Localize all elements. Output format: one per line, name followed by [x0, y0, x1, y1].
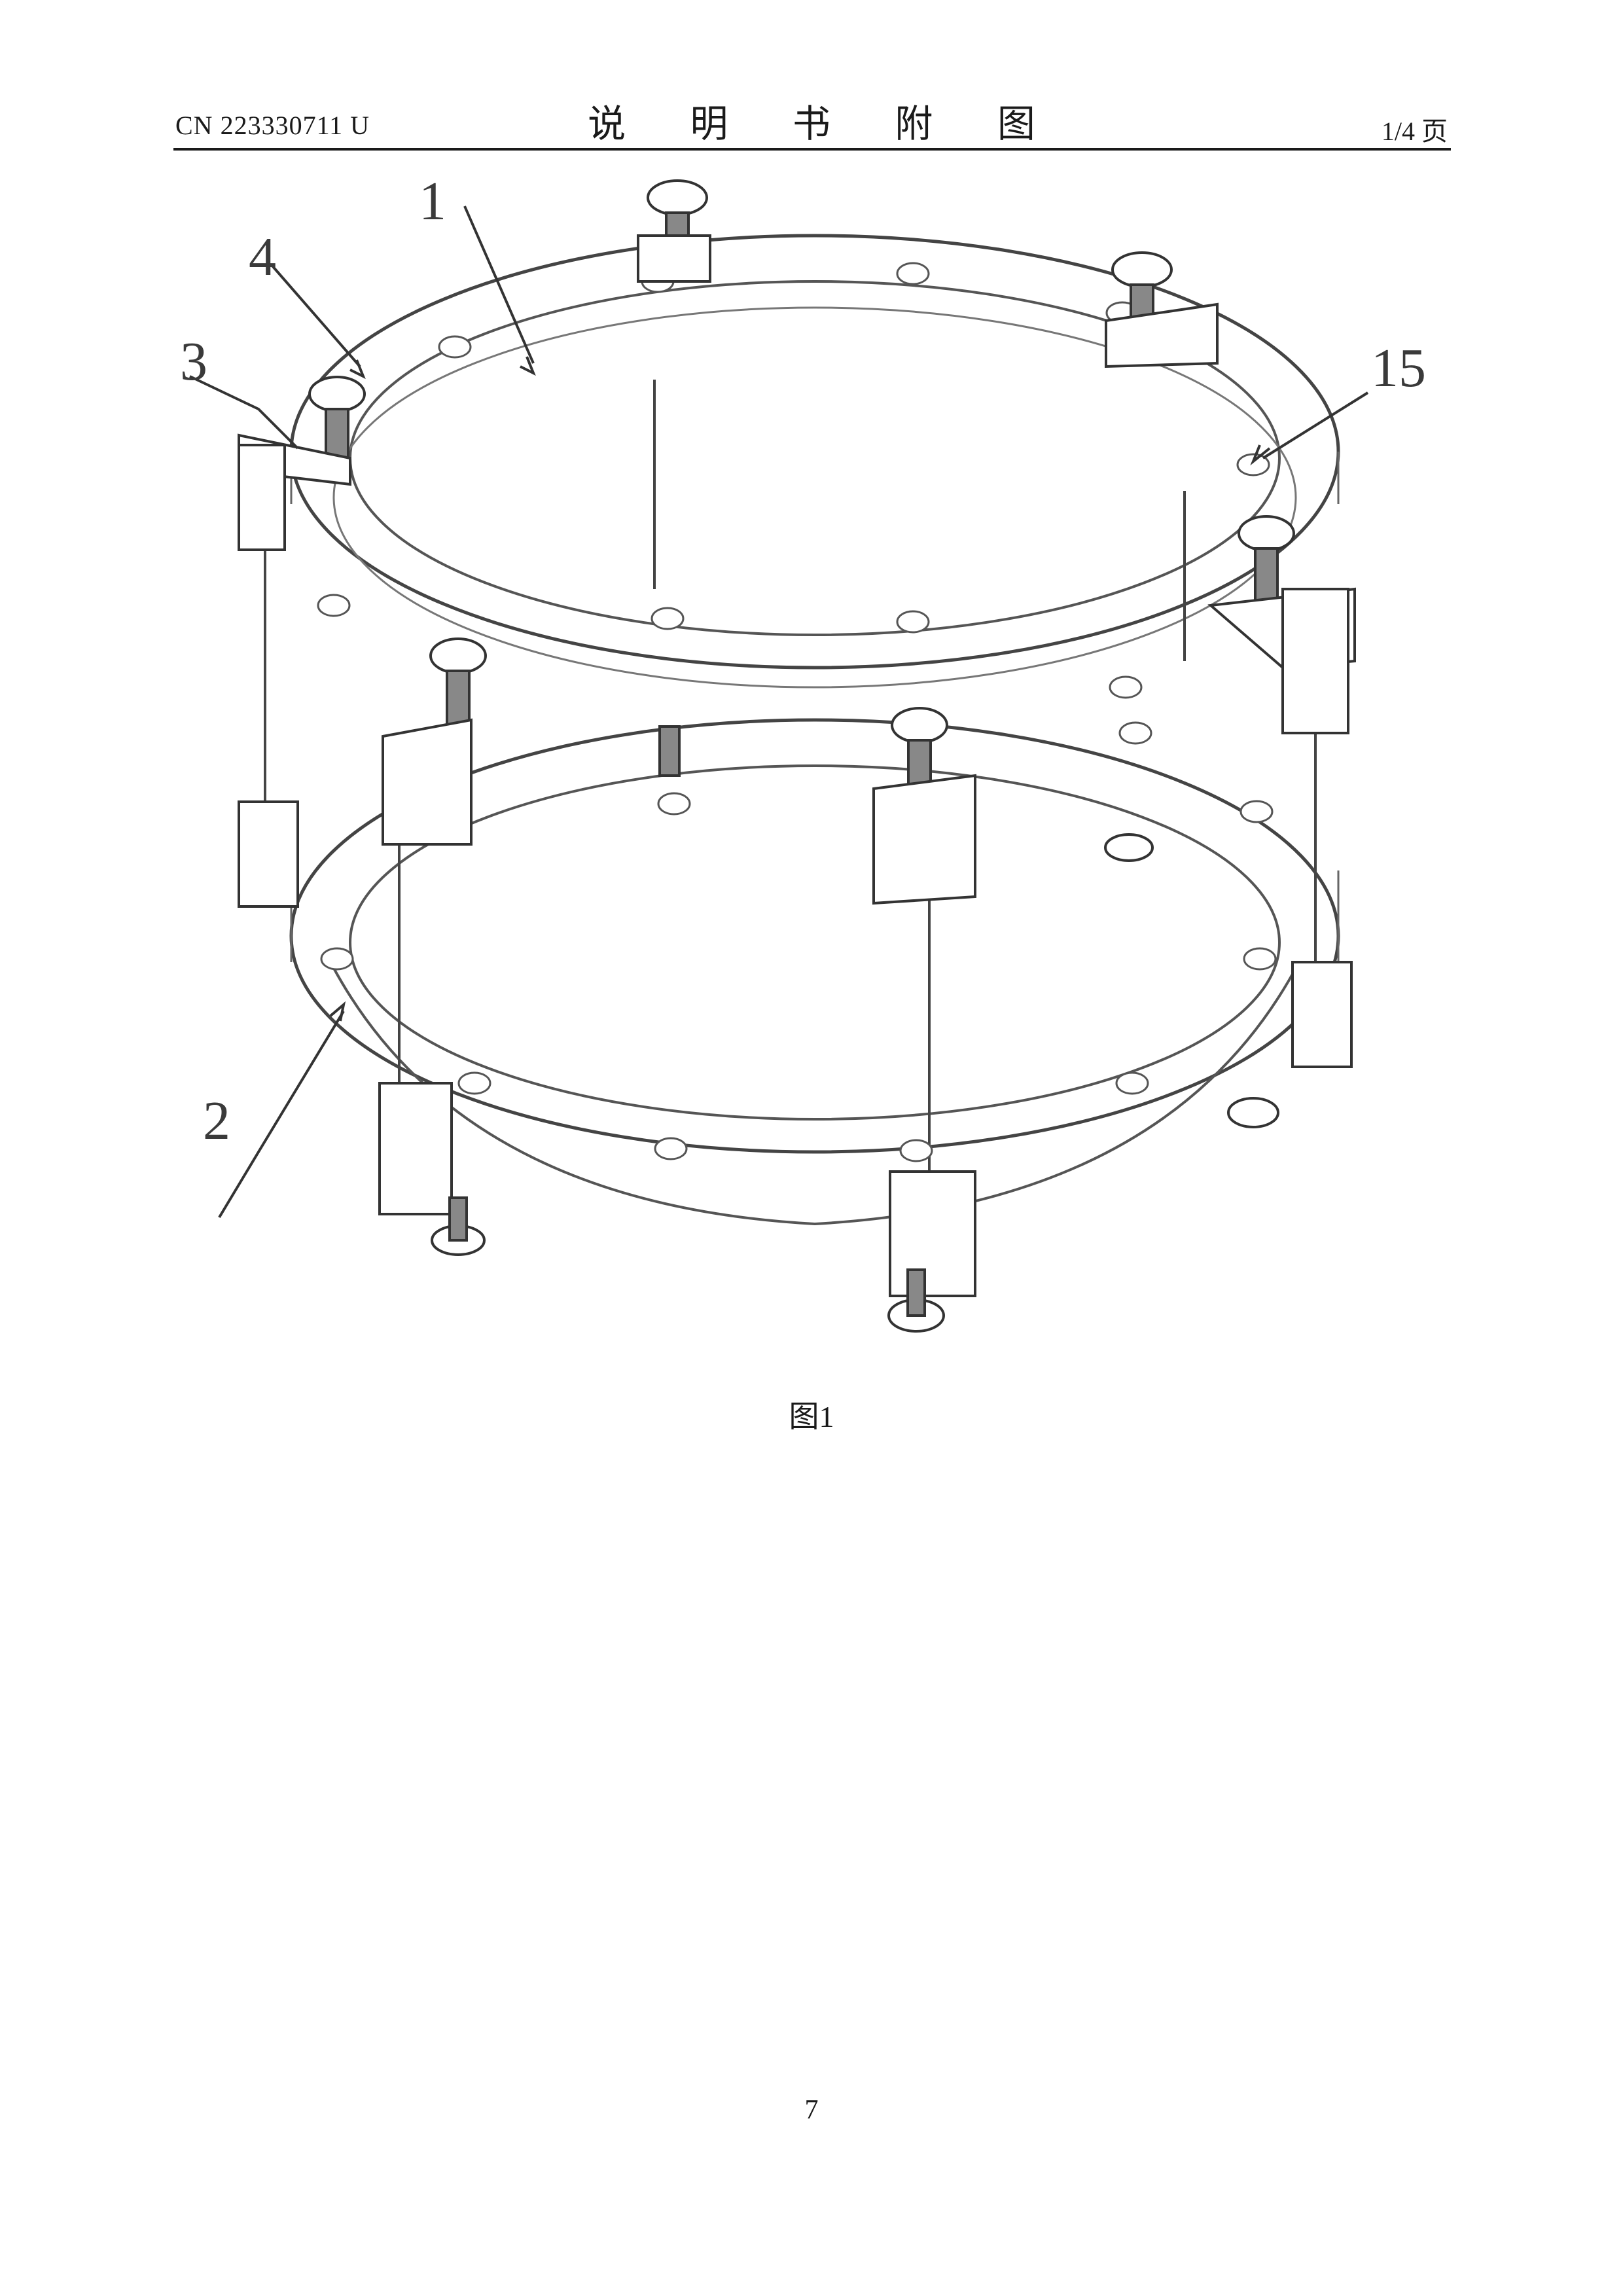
reference-numeral-3: 3	[180, 331, 207, 392]
patent-figure-drawing: 1 4 3 15 2	[0, 0, 1623, 1374]
support-feet	[432, 834, 1278, 1331]
reference-numeral-2: 2	[203, 1090, 230, 1151]
upper-ring	[291, 236, 1338, 687]
reference-numeral-1: 1	[419, 171, 446, 232]
figure-caption: 图1	[0, 1393, 1623, 1436]
reference-numeral-15: 15	[1371, 338, 1426, 399]
page-number: 7	[0, 2094, 1623, 2126]
reference-numeral-4: 4	[249, 226, 276, 287]
